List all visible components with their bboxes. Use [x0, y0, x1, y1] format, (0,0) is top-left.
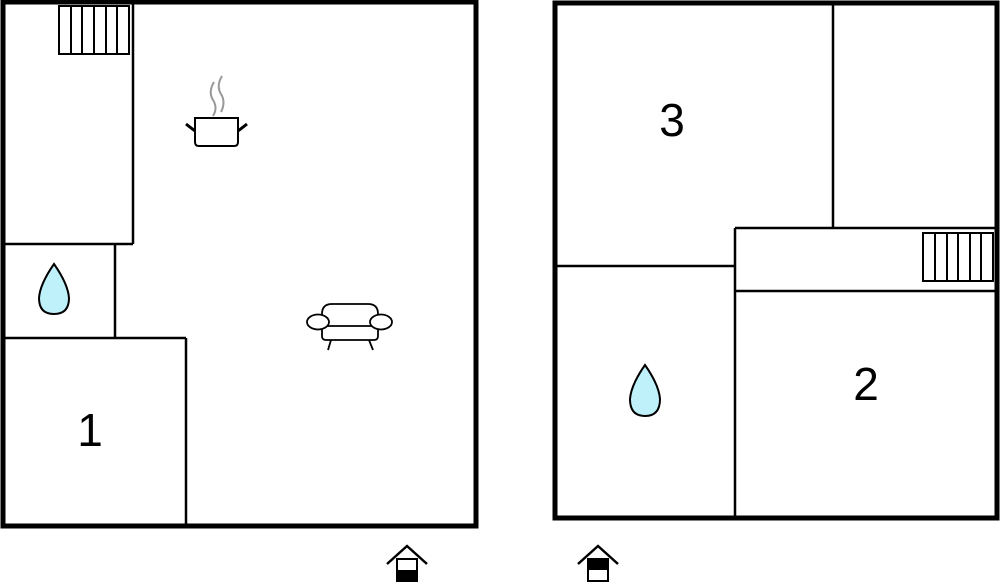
interior-walls-upper-floor [555, 4, 997, 518]
house-entrance-upper-floor-icon [577, 544, 619, 582]
stairs-icon [922, 232, 994, 282]
cooking-pot-icon [185, 75, 248, 147]
water-drop-icon [628, 363, 662, 418]
stairs-icon [58, 5, 130, 55]
floorplan-upper-floor: 3 2 [552, 0, 1000, 582]
sofa-icon [306, 303, 393, 351]
room-label-3: 3 [659, 94, 685, 146]
house-entrance-ground-floor-icon [386, 544, 428, 582]
outer-wall-ground-floor [0, 0, 479, 529]
room-label-1: 1 [77, 404, 103, 456]
room-label-2: 2 [853, 358, 879, 410]
floorplan-ground-floor: 1 [0, 0, 479, 582]
water-drop-icon [37, 262, 71, 316]
interior-walls-ground-floor [3, 3, 188, 526]
